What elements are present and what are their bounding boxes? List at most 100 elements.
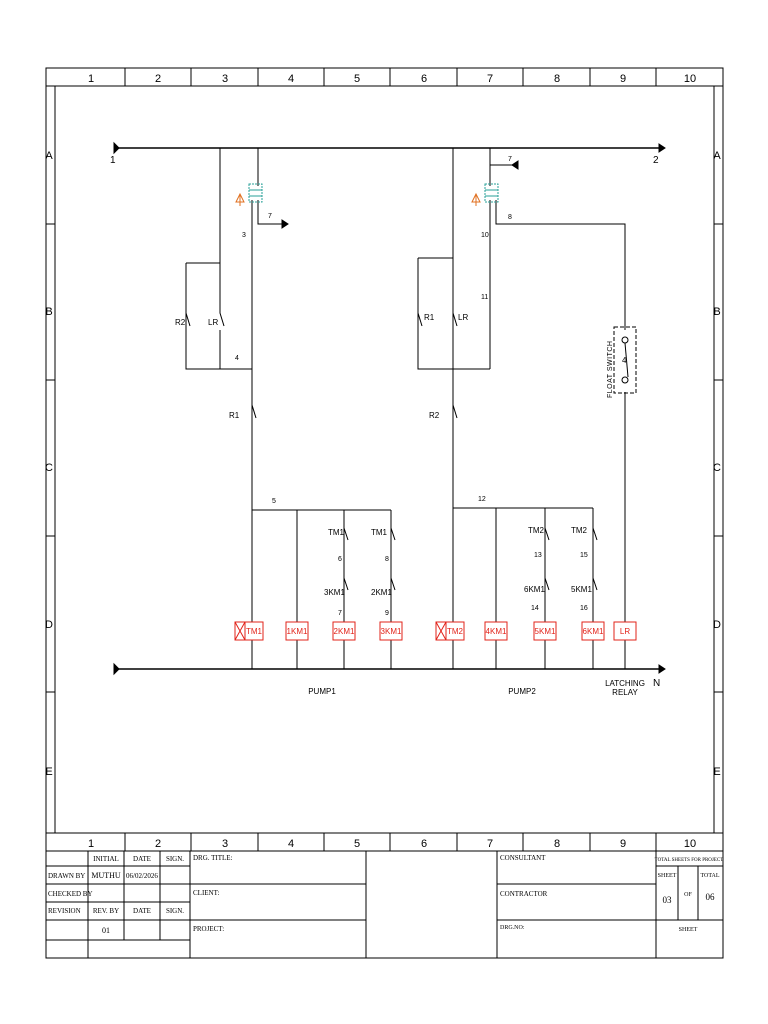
col-label: 7	[487, 73, 493, 85]
coil-box	[285, 621, 309, 641]
wire-number: 9	[385, 610, 389, 617]
contact-label: 5KM1	[571, 585, 592, 594]
coil-label: 6KM1	[583, 627, 604, 636]
col-label: 4	[288, 838, 294, 850]
contact-3km1	[343, 577, 349, 610]
rail-label: 1	[110, 155, 116, 166]
column-dividers-top	[124, 68, 657, 86]
coil-box	[379, 621, 403, 641]
wire-number: 11	[481, 294, 488, 301]
of-label: OF	[684, 892, 692, 898]
contact-label: 3KM1	[324, 588, 345, 597]
timer-coil-mark	[435, 621, 447, 641]
wire-number: 6	[338, 556, 342, 563]
group-label: PUMP1	[308, 687, 336, 696]
col-label: 6	[421, 73, 427, 85]
sheet-footer-label: SHEET	[679, 927, 698, 933]
wire-number: 12	[478, 496, 486, 503]
wire-number: 7	[268, 213, 272, 220]
sheet-number: 03	[663, 895, 673, 905]
contact-label: TM2	[528, 526, 545, 535]
row-label: D	[713, 619, 721, 631]
contact-lr-left	[219, 263, 225, 369]
row-label: C	[45, 462, 53, 474]
wire-12-bus	[452, 507, 594, 622]
col-label: 9	[620, 838, 626, 850]
row-dividers	[46, 223, 723, 693]
col-label: 10	[684, 838, 696, 850]
wire-number: 8	[385, 556, 389, 563]
wire-7-right-arrow	[511, 160, 519, 170]
drg-title-label: DRG. TITLE:	[193, 854, 233, 862]
wire-7-out	[257, 200, 282, 225]
coils	[234, 621, 637, 641]
contact-label: TM1	[328, 528, 345, 537]
header-date: DATE	[133, 855, 151, 863]
row-label: E	[713, 766, 720, 778]
group-label: RELAY	[612, 688, 638, 697]
rev-date-label: DATE	[133, 907, 151, 915]
contact-tm1-b	[390, 527, 396, 560]
contact-r1-right	[417, 300, 423, 345]
coil-label: 3KM1	[381, 627, 402, 636]
inner-border	[54, 85, 715, 834]
group-label: PUMP2	[508, 687, 536, 696]
contact-2km1	[390, 577, 396, 610]
row-label: B	[713, 306, 720, 318]
contact-lr-right	[452, 300, 458, 345]
coil-label: 5KM1	[535, 627, 556, 636]
row-label: D	[45, 619, 53, 631]
contact-label: LR	[208, 318, 218, 327]
contact-r2-left	[185, 300, 191, 345]
coil-label: 2KM1	[334, 627, 355, 636]
contact-r1-left	[251, 395, 257, 430]
wire-number: 7	[508, 156, 512, 163]
float-switch-number: 4	[622, 356, 627, 365]
coil-box	[613, 621, 637, 641]
wire-7-arrow	[281, 219, 289, 229]
wire-number: 13	[534, 552, 542, 559]
float-switch-label: FLOAT SWITCH	[607, 341, 614, 398]
contact-label: TM1	[371, 528, 388, 537]
contact-label: R1	[229, 411, 240, 420]
consultant-label: CONSULTANT	[500, 854, 546, 862]
col-label: 4	[288, 73, 294, 85]
wire-right-supply	[452, 148, 491, 508]
coil-labels: TM1 1KM1 2KM1 3KM1 TM2 4KM1 5KM1 6KM1 LR	[246, 627, 630, 636]
drawing-frame	[45, 67, 724, 959]
wire-hold-loop	[185, 262, 252, 370]
rail-label: 2	[653, 155, 659, 166]
rail-start-marker	[113, 141, 120, 155]
schematic	[113, 141, 666, 676]
col-label: 2	[155, 838, 161, 850]
title-block-text: INITIAL DATE SIGN. DRAWN BY MUTHU 06/02/…	[48, 854, 723, 935]
row-label: A	[713, 150, 721, 162]
header-initial: INITIAL	[93, 855, 119, 863]
client-label: CLIENT:	[193, 889, 220, 897]
row-labels: A A B B C C D D E E	[45, 150, 721, 778]
coil-label: TM2	[447, 627, 464, 636]
col-label: 3	[222, 838, 228, 850]
revision-value: 01	[102, 926, 110, 935]
timer-relay-right	[471, 183, 499, 206]
wire-number: 3	[242, 232, 246, 239]
drawn-by-date: 06/02/2026	[126, 872, 158, 880]
col-label: 5	[354, 73, 360, 85]
neutral-end-arrow	[658, 664, 666, 674]
col-label: 9	[620, 73, 626, 85]
column-labels-bottom: 1 2 3 4 5 6 7 8 9 10	[88, 838, 696, 850]
col-label: 1	[88, 73, 94, 85]
title-block	[46, 851, 723, 958]
contact-label: R2	[429, 411, 440, 420]
contact-r2-right	[452, 395, 458, 430]
col-label: 5	[354, 838, 360, 850]
revision-label: REVISION	[48, 907, 81, 915]
coil-box	[533, 621, 557, 641]
drg-no-label: DRG.NO:	[500, 925, 525, 931]
total-number: 06	[706, 892, 716, 902]
wire-number: 16	[580, 605, 588, 612]
col-label: 1	[88, 838, 94, 850]
checked-by-label: CHECKED BY	[48, 890, 93, 898]
wire-number: 10	[481, 232, 489, 239]
contact-label: LR	[458, 313, 468, 322]
